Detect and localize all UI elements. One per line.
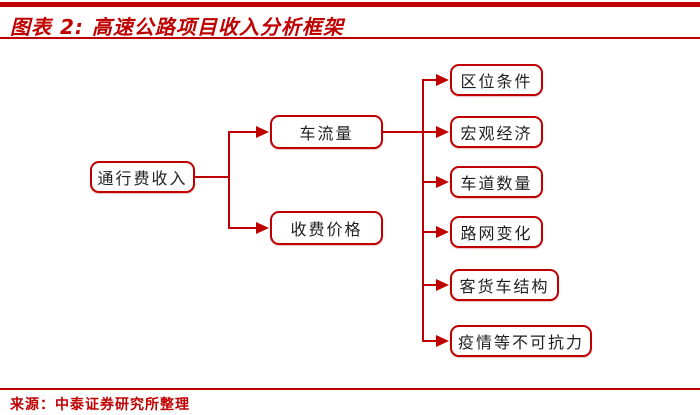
node-toll-revenue: 通行费收入 xyxy=(90,161,195,193)
node-vehicle-mix: 客货车结构 xyxy=(450,269,559,301)
node-lane-count: 车道数量 xyxy=(450,166,543,198)
title-underline-rule xyxy=(0,37,700,39)
node-macro-economy: 宏观经济 xyxy=(450,116,543,148)
figure-title: 图表 2: 高速公路项目收入分析框架 xyxy=(10,15,344,39)
source-note: 来源：中泰证券研究所整理 xyxy=(10,397,190,413)
top-rule xyxy=(0,2,700,7)
node-force-majeure: 疫情等不可抗力 xyxy=(450,325,592,357)
bottom-rule xyxy=(0,388,700,390)
node-road-network-changes: 路网变化 xyxy=(450,216,543,248)
node-toll-price: 收费价格 xyxy=(270,211,383,245)
node-traffic-volume: 车流量 xyxy=(270,115,383,149)
node-location-conditions: 区位条件 xyxy=(450,64,543,96)
